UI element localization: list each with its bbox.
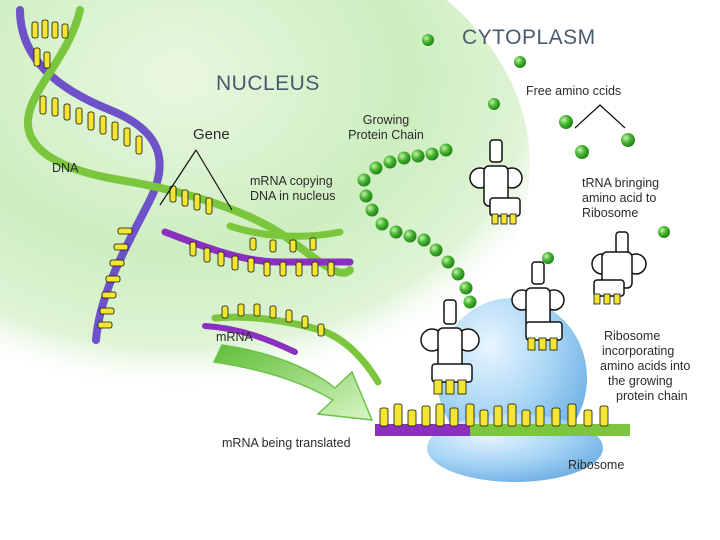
callout-lines xyxy=(159,104,626,211)
trna-4 xyxy=(420,299,480,395)
trna-molecules xyxy=(420,139,647,395)
growing-chain-line-2: Protein Chain xyxy=(348,128,424,142)
gene-label: Gene xyxy=(193,126,230,143)
ribosome-incorp-line-3: amino acids into xyxy=(600,359,691,373)
trna-line-1: tRNA bringing xyxy=(582,176,660,190)
mrna-copying-label: mRNA copying DNA in nucleus xyxy=(250,174,335,204)
ribosome-label: Ribosome xyxy=(568,458,625,472)
dna-helix xyxy=(16,6,354,344)
free-amino-label: Free amino ccids xyxy=(526,84,622,98)
mrna-label: mRNA xyxy=(216,330,253,344)
ribosome-incorp-label: Ribosome incorporating amino acids into … xyxy=(600,329,690,404)
trna-label: tRNA bringing amino acid to Ribosome xyxy=(582,176,659,221)
ribosome-incorp-line-5: protein chain xyxy=(616,389,688,403)
ribosome-incorp-line-4: the growing xyxy=(608,374,673,388)
trna-1 xyxy=(469,139,523,225)
growing-chain-label: Growing Protein Chain xyxy=(336,113,436,143)
ribosome-incorp-line-1: Ribosome xyxy=(604,329,661,343)
mrna-translated-label: mRNA being translated xyxy=(222,436,351,450)
trna-line-3: Ribosome xyxy=(582,206,639,220)
free-amino-acids xyxy=(422,34,670,264)
cytoplasm-title: CYTOPLASM xyxy=(462,26,596,49)
growing-chain-line-1: Growing xyxy=(362,113,410,127)
mrna-copy-strand xyxy=(161,222,354,277)
nucleus-region xyxy=(0,0,530,410)
mrna-copying-line-1: mRNA copying xyxy=(250,174,333,188)
ribosome-incorp-line-2: incorporating xyxy=(602,344,675,358)
protein-chain xyxy=(357,143,477,309)
trna-line-2: amino acid to xyxy=(582,191,657,205)
mrna-copying-line-2: DNA in nucleus xyxy=(250,189,336,203)
translation-arrow xyxy=(212,344,374,421)
dna-label: DNA xyxy=(52,161,79,175)
mrna-strand xyxy=(202,303,382,386)
trna-3 xyxy=(511,261,565,351)
mrna-translated-strand xyxy=(375,403,630,436)
trna-2 xyxy=(591,231,647,305)
nucleus-title: NUCLEUS xyxy=(216,72,320,95)
